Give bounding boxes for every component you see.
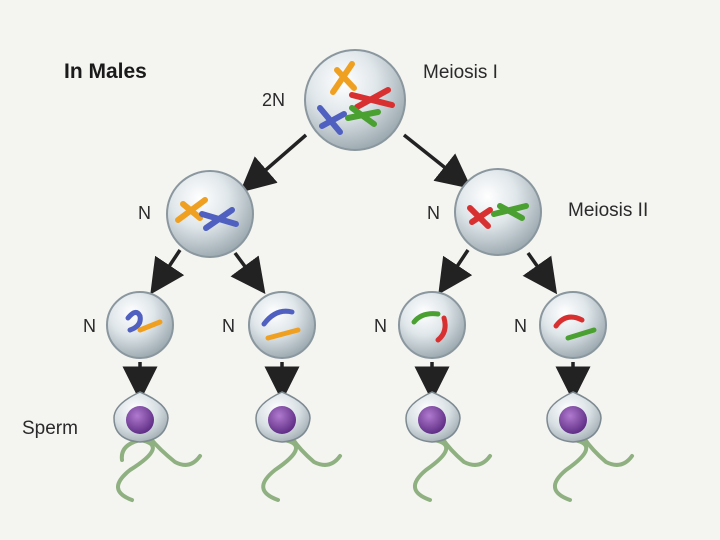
ploidy-label-spermatid-2: N — [222, 316, 235, 337]
spermatid-2 — [249, 292, 315, 358]
spermatid-1 — [107, 292, 173, 358]
sperm-4 — [547, 392, 632, 500]
ploidy-label-secondary-left: N — [138, 203, 151, 224]
arrow-parent-to-right — [404, 135, 458, 178]
arrow-right-to-4 — [528, 253, 547, 280]
parent-cell — [305, 50, 405, 150]
sperm-label: Sperm — [22, 418, 78, 440]
secondary-cell-right — [455, 169, 541, 255]
spermatid-4 — [540, 292, 606, 358]
ploidy-label-parent: 2N — [262, 90, 285, 111]
sperm-2 — [256, 392, 340, 500]
ploidy-label-spermatid-3: N — [374, 316, 387, 337]
ploidy-label-spermatid-4: N — [514, 316, 527, 337]
arrow-left-to-1 — [160, 250, 180, 280]
stage-label-meiosis-2: Meiosis II — [568, 200, 648, 222]
diagram-title: In Males — [64, 60, 147, 84]
arrow-right-to-3 — [448, 250, 468, 280]
arrow-parent-to-left — [253, 135, 306, 181]
secondary-cell-left — [167, 171, 253, 257]
sperm-3 — [406, 392, 490, 500]
ploidy-label-secondary-right: N — [427, 203, 440, 224]
sperm-1 — [114, 392, 200, 500]
arrow-left-to-2 — [235, 253, 255, 280]
ploidy-label-spermatid-1: N — [83, 316, 96, 337]
stage-label-meiosis-1: Meiosis I — [423, 62, 498, 84]
spermatid-3 — [399, 292, 465, 358]
